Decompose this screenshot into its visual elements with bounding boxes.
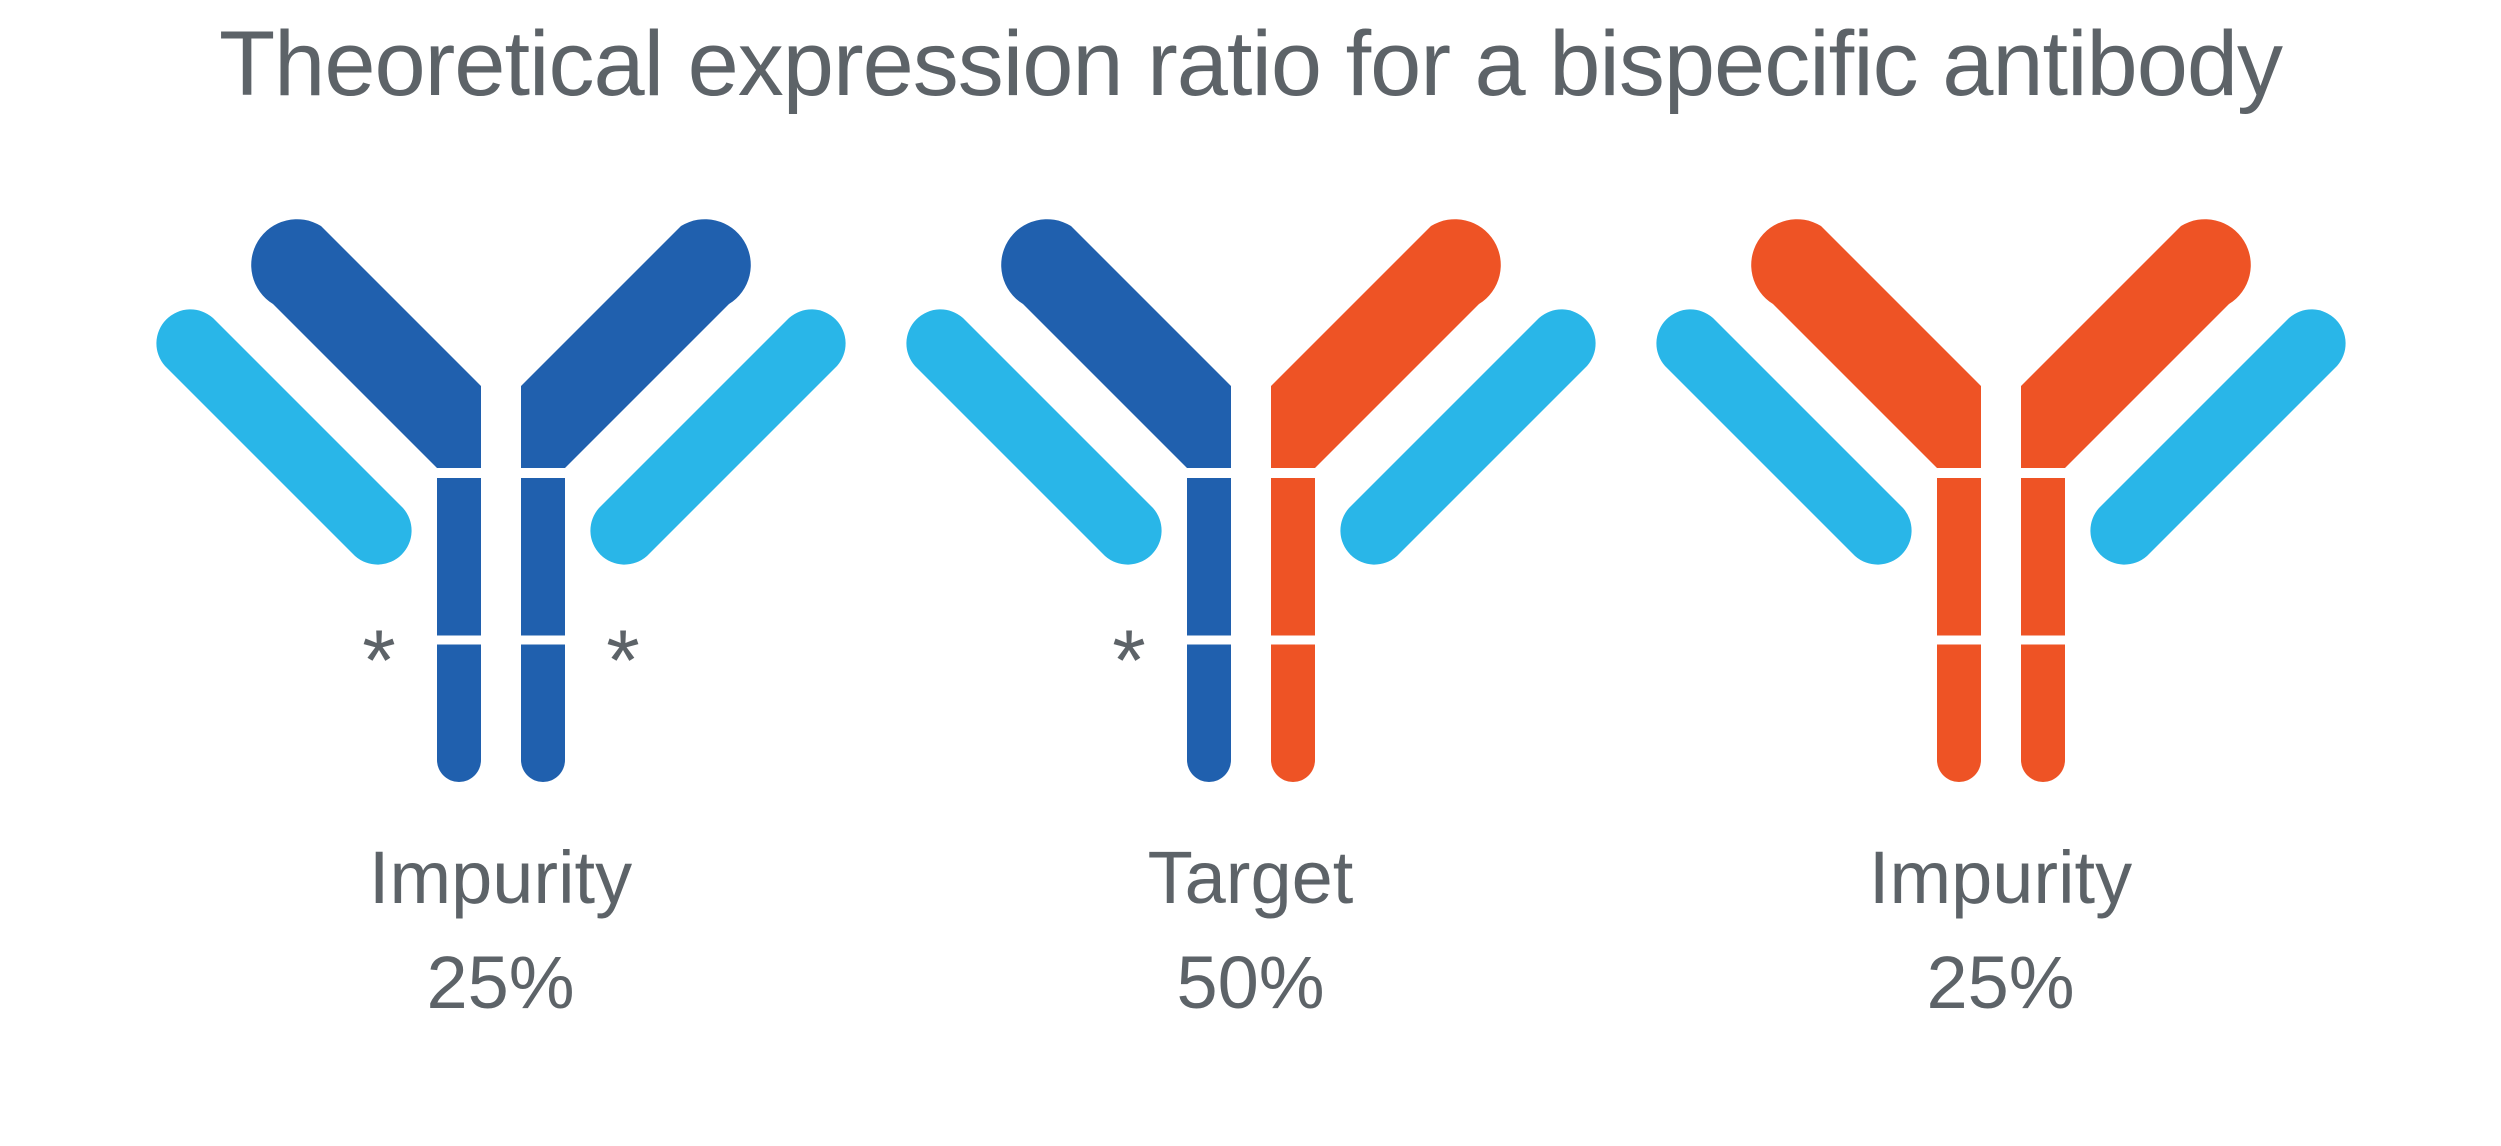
antibody-left-arm-group <box>155 219 481 565</box>
heavy-chain-right-arm-body <box>1270 219 1501 468</box>
panel-percent-right: 25% <box>1926 941 2075 1025</box>
light-chain-right-divider <box>1409 348 1486 426</box>
heavy-chain-left-arm <box>1000 219 1231 468</box>
heavy-chain-left-stem <box>1186 478 1231 782</box>
antibody-left-arm-group <box>905 219 1231 565</box>
heavy-chain-left-stem-body <box>1186 478 1231 782</box>
panel-caption-middle: Target 50% <box>1148 834 1354 1027</box>
panel-caption-left: Impurity 25% <box>369 834 632 1027</box>
heavy-chain-left-arm-body <box>1000 219 1231 468</box>
panel-label-middle: Target <box>1147 836 1354 919</box>
page-title: Theoretical expression ratio for a bispe… <box>218 13 2283 115</box>
antibody-right-arm-group <box>520 219 846 565</box>
light-chain-left <box>905 309 1162 565</box>
heavy-chain-right-arm-divider <box>551 256 628 334</box>
heavy-chain-right-arm <box>520 219 751 468</box>
asterisk-marker-right: * <box>606 613 639 709</box>
antibody-panel-left: * * Impurity 25% <box>126 200 876 1140</box>
antibody-figure-right <box>1651 200 2351 820</box>
asterisk-marker-left: * <box>1112 613 1145 709</box>
heavy-chain-right-stem-body <box>2020 478 2065 782</box>
light-chain-left-body <box>905 309 1162 565</box>
heavy-chain-left-stem <box>436 478 481 782</box>
light-chain-right <box>589 309 846 565</box>
heavy-chain-left-arm <box>1750 219 1981 468</box>
panel-percent-middle: 50% <box>1176 941 1325 1025</box>
heavy-chain-right-arm-body <box>520 219 751 468</box>
light-chain-right-body <box>589 309 846 565</box>
light-chain-right-body <box>2089 309 2346 565</box>
light-chain-right <box>1339 309 1596 565</box>
antibody-panel-right: Impurity 25% <box>1626 200 2376 1140</box>
panel-label-left: Impurity <box>368 836 633 919</box>
heavy-chain-left-arm-divider <box>1123 256 1200 334</box>
light-chain-right-divider <box>2159 348 2236 426</box>
antibody-panels: * * Impurity 25% <box>0 200 2501 1146</box>
heavy-chain-left-stem-body <box>436 478 481 782</box>
light-chain-right <box>2089 309 2346 565</box>
heavy-chain-right-arm <box>1270 219 1501 468</box>
heavy-chain-right-arm <box>2020 219 2251 468</box>
heavy-chain-right-arm-divider <box>1301 256 1378 334</box>
light-chain-right-divider <box>659 348 736 426</box>
heavy-chain-left-arm <box>250 219 481 468</box>
antibody-svg-left: * * <box>155 219 846 782</box>
heavy-chain-right-stem <box>1270 478 1315 782</box>
antibody-right-arm-group <box>1270 219 1596 565</box>
light-chain-left <box>1655 309 1912 565</box>
heavy-chain-left-stem <box>1936 478 1981 782</box>
heavy-chain-left-arm-divider <box>1873 256 1950 334</box>
antibody-right-arm-group <box>2020 219 2346 565</box>
heavy-chain-right-arm-body <box>2020 219 2251 468</box>
light-chain-left-divider <box>1765 348 1842 426</box>
heavy-chain-right-stem <box>520 478 565 782</box>
heavy-chain-right-stem <box>2020 478 2065 782</box>
antibody-panel-middle: * Target 50% <box>876 200 1626 1140</box>
heavy-chain-left-arm-body <box>1750 219 1981 468</box>
antibody-svg-middle: * <box>905 219 1596 782</box>
heavy-chain-right-stem-body <box>1270 478 1315 782</box>
heavy-chain-right-stem-body <box>520 478 565 782</box>
heavy-chain-left-arm-divider <box>373 256 450 334</box>
heavy-chain-left-stem-body <box>1936 478 1981 782</box>
antibody-svg-right <box>1655 219 2346 782</box>
asterisk-marker-left: * <box>362 613 395 709</box>
light-chain-left-body <box>155 309 412 565</box>
panel-caption-right: Impurity 25% <box>1869 834 2132 1027</box>
antibody-figure-middle: * <box>901 200 1601 820</box>
light-chain-left <box>155 309 412 565</box>
antibody-left-arm-group <box>1655 219 1981 565</box>
light-chain-left-divider <box>1015 348 1092 426</box>
light-chain-left-divider <box>265 348 342 426</box>
heavy-chain-left-arm-body <box>250 219 481 468</box>
heavy-chain-right-arm-divider <box>2051 256 2128 334</box>
panel-label-right: Impurity <box>1868 836 2133 919</box>
light-chain-right-body <box>1339 309 1596 565</box>
panel-percent-left: 25% <box>426 941 575 1025</box>
antibody-figure-left: * * <box>151 200 851 820</box>
light-chain-left-body <box>1655 309 1912 565</box>
